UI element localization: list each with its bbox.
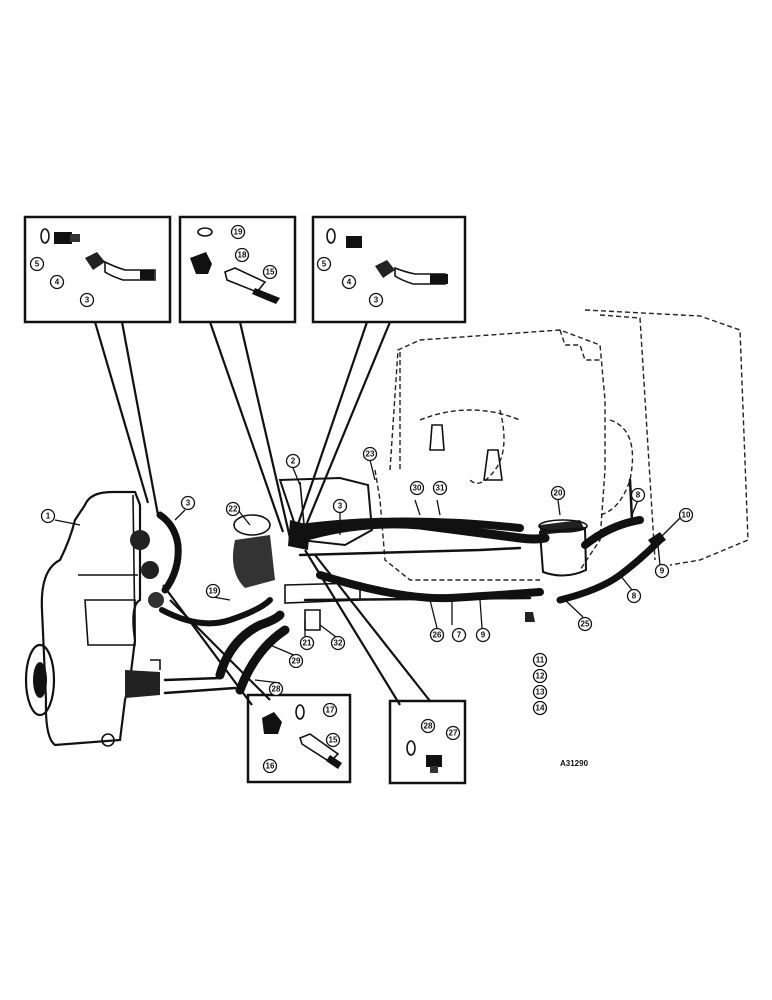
svg-text:3: 3 <box>85 296 90 305</box>
svg-text:32: 32 <box>334 639 343 648</box>
oil-filter <box>538 519 588 577</box>
callout-30: 31 <box>432 480 448 496</box>
callout-29: 30 <box>409 480 425 496</box>
svg-text:11: 11 <box>536 656 545 665</box>
svg-text:29: 29 <box>292 657 301 666</box>
inset-br-callout-28: 28 <box>420 718 436 734</box>
svg-text:20: 20 <box>554 489 563 498</box>
inset-tl-callout-4: 4 <box>49 274 65 290</box>
svg-text:13: 13 <box>536 688 545 697</box>
callout-28: 28 <box>268 681 284 697</box>
svg-text:19: 19 <box>234 228 243 237</box>
svg-text:15: 15 <box>329 736 338 745</box>
callout-22: 22 <box>225 501 241 517</box>
inset-tc-callout-19: 19 <box>230 224 246 240</box>
inset-tl-callout-3: 3 <box>79 292 95 308</box>
callout-3: 3 <box>180 495 196 511</box>
svg-text:14: 14 <box>536 704 545 713</box>
callout-9: 9 <box>654 563 670 579</box>
inset-tc-callout-15: 15 <box>262 264 278 280</box>
svg-text:2: 2 <box>291 457 296 466</box>
svg-text:5: 5 <box>35 260 40 269</box>
transmission-housing <box>24 490 164 747</box>
inset-top-left <box>23 215 172 324</box>
svg-text:16: 16 <box>266 762 275 771</box>
svg-text:31: 31 <box>436 484 445 493</box>
inset-top-right <box>311 215 467 324</box>
svg-text:12: 12 <box>536 672 545 681</box>
svg-text:30: 30 <box>413 484 422 493</box>
callout-1: 1 <box>40 508 56 524</box>
callout-32: 32 <box>330 635 346 651</box>
svg-text:9: 9 <box>660 567 665 576</box>
callout-12: 12 <box>532 668 548 684</box>
svg-text:28: 28 <box>272 685 281 694</box>
svg-text:19: 19 <box>209 587 218 596</box>
inset-bl-callout-17: 17 <box>322 702 338 718</box>
inset-bottom-right <box>388 699 467 785</box>
callout-23: 23 <box>362 446 378 462</box>
svg-text:27: 27 <box>449 729 458 738</box>
callout-26: 26 <box>429 627 445 643</box>
svg-text:28: 28 <box>424 722 433 731</box>
inset-tr-callout-3: 3 <box>368 292 384 308</box>
inset-bl-callout-15: 15 <box>325 732 341 748</box>
callout-2: 2 <box>285 453 301 469</box>
svg-text:3: 3 <box>338 502 343 511</box>
callout-14: 14 <box>532 700 548 716</box>
svg-text:9: 9 <box>481 631 486 640</box>
svg-text:18: 18 <box>238 251 247 260</box>
callout-11: 11 <box>532 652 548 668</box>
callout-7: 7 <box>451 627 467 643</box>
svg-text:1: 1 <box>46 512 51 521</box>
callout-8b: 8 <box>626 588 642 604</box>
callout-13: 13 <box>532 684 548 700</box>
svg-text:3: 3 <box>186 499 191 508</box>
callout-25: 25 <box>577 616 593 632</box>
inset-br-callout-27: 27 <box>445 725 461 741</box>
svg-text:8: 8 <box>632 592 637 601</box>
svg-text:10: 10 <box>682 511 691 520</box>
inset-tl-callout-5: 5 <box>29 256 45 272</box>
svg-text:26: 26 <box>433 631 442 640</box>
callout-31: 29 <box>288 653 304 669</box>
svg-text:25: 25 <box>581 620 590 629</box>
inset-tr-callout-4: 4 <box>341 274 357 290</box>
svg-text:15: 15 <box>266 268 275 277</box>
svg-text:4: 4 <box>55 278 60 287</box>
figure-reference: A31290 <box>560 759 589 768</box>
svg-text:22: 22 <box>229 505 238 514</box>
engine-outline <box>374 309 749 581</box>
callout-21: 21 <box>299 635 315 651</box>
svg-text:4: 4 <box>347 278 352 287</box>
callout-8: 8 <box>630 487 646 503</box>
inset-tr-callout-5: 5 <box>316 256 332 272</box>
inset-tc-callout-18: 18 <box>234 247 250 263</box>
svg-text:17: 17 <box>326 706 335 715</box>
svg-text:7: 7 <box>457 631 462 640</box>
svg-text:21: 21 <box>303 639 312 648</box>
callout-19: 19 <box>205 583 221 599</box>
inset-pointers <box>93 321 431 706</box>
callout-9b: 9 <box>475 627 491 643</box>
callout-10: 10 <box>678 507 694 523</box>
leader-lines <box>54 459 684 684</box>
svg-text:5: 5 <box>322 260 327 269</box>
svg-text:8: 8 <box>636 491 641 500</box>
svg-text:23: 23 <box>366 450 375 459</box>
callout-20: 20 <box>550 485 566 501</box>
svg-text:3: 3 <box>374 296 379 305</box>
callout-3b: 3 <box>332 498 348 514</box>
inset-bl-callout-16: 16 <box>262 758 278 774</box>
